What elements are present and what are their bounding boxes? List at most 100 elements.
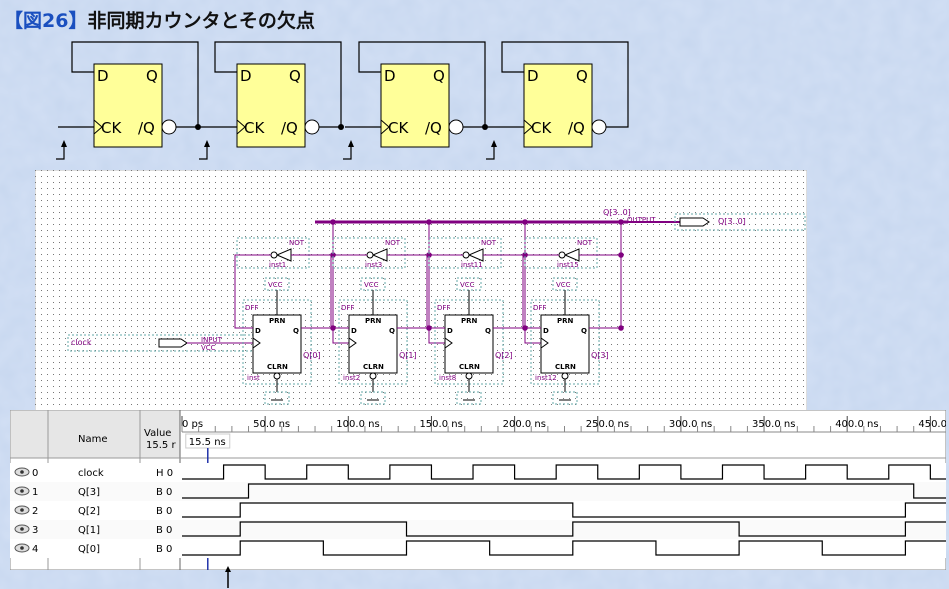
column-header-value-sub: 15.5 r bbox=[146, 440, 176, 451]
inverter-bubble bbox=[304, 119, 320, 135]
row-value: B 0 bbox=[156, 544, 172, 555]
d-pin-label: D bbox=[527, 67, 539, 85]
not-to-d-wire bbox=[330, 254, 367, 329]
vcc-bottom-frame bbox=[264, 391, 290, 405]
row-name: Q[2] bbox=[78, 506, 100, 517]
ck-pin-label: CK bbox=[388, 119, 409, 137]
row-bg bbox=[10, 501, 946, 520]
q-pin-label: Q bbox=[576, 67, 588, 85]
d-pin-label: D bbox=[384, 67, 396, 85]
flip-flop-box bbox=[236, 63, 306, 148]
row-index: 3 bbox=[32, 525, 38, 536]
d-pin-label: D bbox=[97, 67, 109, 85]
clock-pin-label: clock bbox=[71, 338, 92, 347]
chain-clock-wire bbox=[332, 328, 349, 344]
signal-row[interactable]: 0 clock H 0 bbox=[10, 463, 946, 482]
not-to-d-wire bbox=[234, 254, 271, 329]
arrow-up-icon bbox=[225, 566, 231, 588]
inverter-bubble bbox=[591, 119, 607, 135]
junction-dot bbox=[195, 124, 201, 130]
feedback-wire bbox=[71, 41, 199, 128]
d-pin-label: D bbox=[240, 67, 252, 85]
row-index: 0 bbox=[32, 468, 38, 479]
flip-flop-box bbox=[523, 63, 593, 148]
dff-box bbox=[444, 314, 494, 374]
not-inst-label: inst11 bbox=[461, 261, 483, 269]
clock-triangle bbox=[93, 119, 103, 135]
inst-label: inst8 bbox=[439, 374, 456, 382]
q-label: Q bbox=[581, 327, 587, 335]
bus-label: Q[3..0] bbox=[603, 208, 631, 217]
not-inst-label: inst15 bbox=[557, 261, 579, 269]
eye-pupil-icon bbox=[20, 489, 24, 493]
flip-flop-box bbox=[93, 63, 163, 148]
not-label: NOT bbox=[481, 239, 497, 247]
input-label: INPUT bbox=[201, 336, 223, 344]
q-output-label: Q[0] bbox=[303, 351, 321, 360]
input-port bbox=[158, 338, 188, 348]
d-label: D bbox=[543, 327, 549, 335]
clrn-bubble bbox=[561, 372, 569, 380]
time-label: 100.0 ns bbox=[336, 419, 379, 430]
clock-triangle bbox=[523, 119, 533, 135]
row-value: H 0 bbox=[156, 468, 173, 479]
time-label: 0 ps bbox=[182, 419, 203, 430]
dff-label: DFF bbox=[437, 304, 450, 312]
row-value: B 0 bbox=[156, 487, 172, 498]
rising-edge-marker bbox=[199, 142, 208, 160]
row-name: clock bbox=[78, 468, 104, 479]
inverter-bubble bbox=[161, 119, 177, 135]
time-label: 350.0 ns bbox=[752, 419, 795, 430]
not-to-d-wire bbox=[426, 254, 463, 329]
row-bg bbox=[10, 482, 946, 501]
waveform-trace bbox=[182, 502, 946, 518]
prn-label: PRN bbox=[269, 317, 286, 325]
vcc-bottom-frame bbox=[456, 391, 482, 405]
vcc-top-label: VCC bbox=[460, 281, 475, 289]
not-to-d-wire bbox=[522, 254, 559, 329]
not-bubble bbox=[366, 251, 374, 259]
d-label: D bbox=[351, 327, 357, 335]
junction-dot bbox=[482, 124, 488, 130]
row-name: Q[1] bbox=[78, 525, 100, 536]
not-inst-label: inst1 bbox=[269, 261, 286, 269]
feedback-wire bbox=[501, 41, 629, 128]
time-label: 50.0 ns bbox=[253, 419, 290, 430]
junction-dot bbox=[330, 219, 336, 225]
row-index: 1 bbox=[32, 487, 38, 498]
q-output-label: Q[2] bbox=[495, 351, 513, 360]
qn-pin-label: /Q bbox=[568, 119, 585, 137]
inverter-bubble bbox=[448, 119, 464, 135]
time-label: 400.0 ns bbox=[835, 419, 878, 430]
vcc-bottom-frame bbox=[360, 391, 386, 405]
waveform-trace bbox=[182, 540, 946, 556]
prn-label: PRN bbox=[461, 317, 478, 325]
clock-triangle bbox=[444, 337, 453, 349]
eye-pupil-icon bbox=[20, 527, 24, 531]
q-pin-label: Q bbox=[289, 67, 301, 85]
clrn-bubble bbox=[369, 372, 377, 380]
ck-pin-label: CK bbox=[531, 119, 552, 137]
q-label: Q bbox=[485, 327, 491, 335]
rising-edge-marker bbox=[56, 142, 65, 160]
arrow-up-icon bbox=[61, 140, 67, 147]
waveform-trace bbox=[182, 464, 946, 480]
clrn-bubble bbox=[465, 372, 473, 380]
arrow-up-icon bbox=[491, 140, 497, 147]
eye-pupil-icon bbox=[20, 508, 24, 512]
row-value: B 0 bbox=[156, 506, 172, 517]
prn-label: PRN bbox=[365, 317, 382, 325]
inst-label: inst12 bbox=[535, 374, 557, 382]
rising-edge-marker bbox=[343, 142, 352, 160]
eye-pupil-icon bbox=[20, 546, 24, 550]
